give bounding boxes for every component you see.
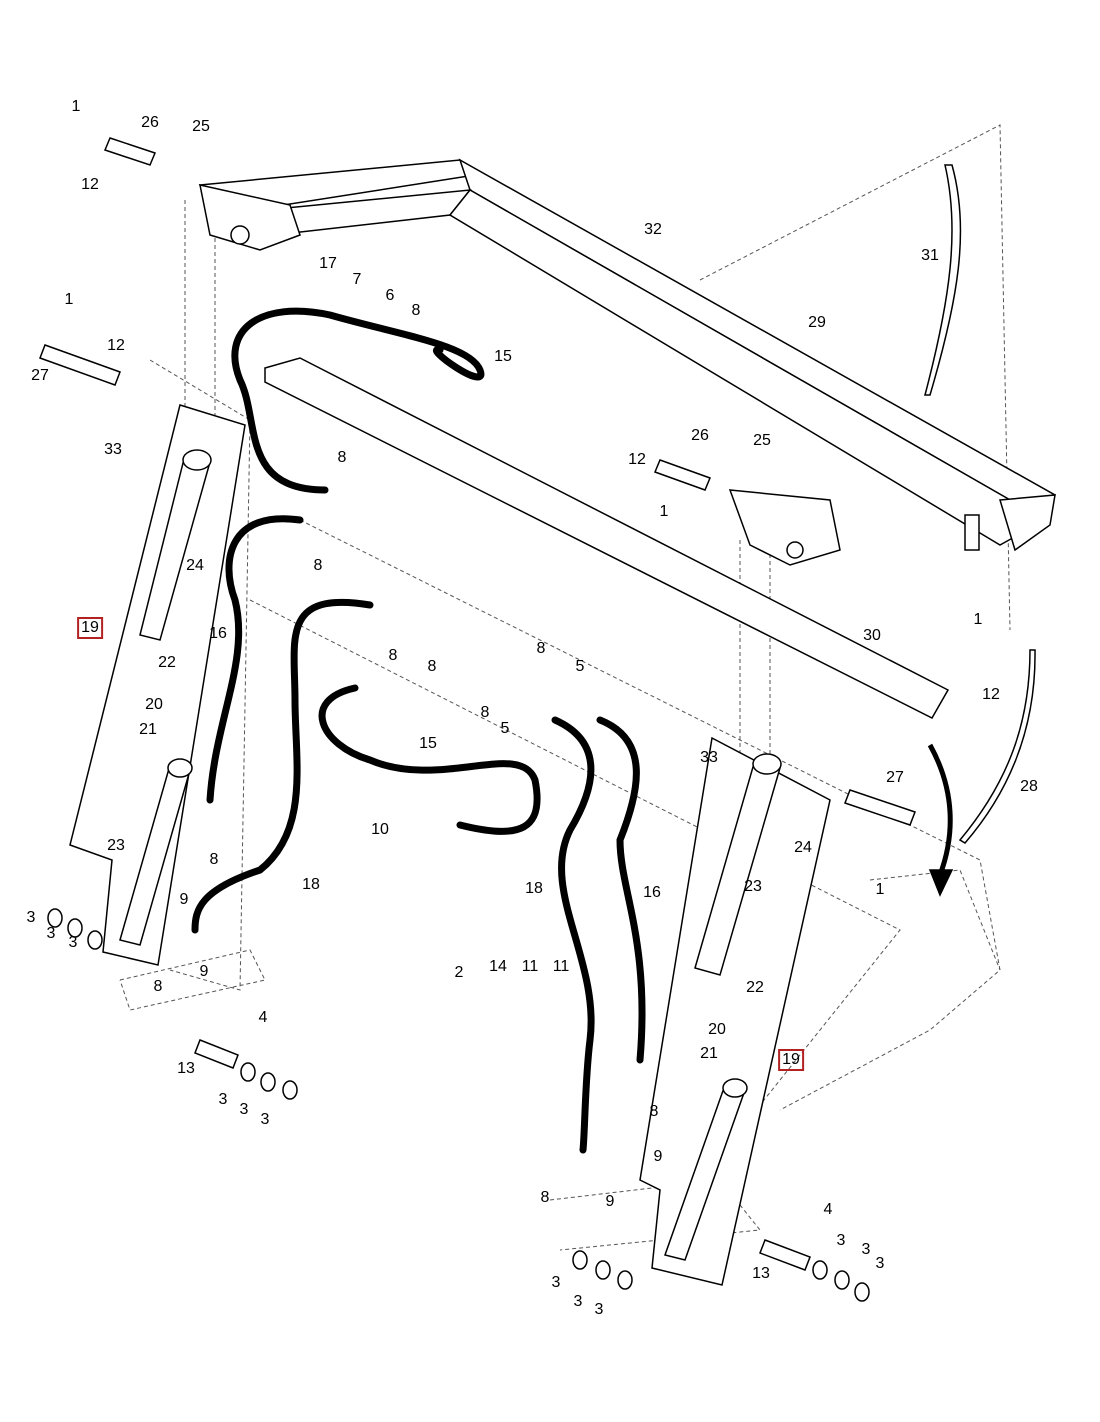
callout-label: 3 <box>861 1241 871 1258</box>
callout-label: 8 <box>337 449 347 466</box>
callout-label: 8 <box>388 647 398 664</box>
callout-label: 5 <box>575 658 585 675</box>
callout-label: 9 <box>653 1148 663 1165</box>
callout-label: 3 <box>46 925 56 942</box>
callout-label: 4 <box>823 1201 833 1218</box>
pins <box>39 137 916 1271</box>
callout-label: 32 <box>644 221 662 238</box>
callout-label: 14 <box>489 958 507 975</box>
callout-label: 18 <box>525 880 543 897</box>
callout-label: 16 <box>643 884 661 901</box>
callout-label: 8 <box>153 978 163 995</box>
callout-label: 25 <box>753 432 771 449</box>
callout-label: 30 <box>863 627 881 644</box>
tine-31 <box>924 164 962 396</box>
callout-label: 1 <box>875 881 885 898</box>
callout-label: 5 <box>500 720 510 737</box>
main-frame <box>198 158 1056 566</box>
hydraulic-hoses <box>191 307 646 1154</box>
callout-label: 23 <box>107 837 125 854</box>
callout-label: 25 <box>192 118 210 135</box>
callout-label: 3 <box>551 1274 561 1291</box>
callout-label: 3 <box>218 1091 228 1108</box>
right-side-plate <box>639 736 831 1286</box>
callout-label: 26 <box>691 427 709 444</box>
callout-label: 3 <box>594 1301 604 1318</box>
hose-15-lower <box>318 684 541 835</box>
callout-label: 13 <box>752 1265 770 1282</box>
callout-label: 15 <box>494 348 512 365</box>
callout-label: 18 <box>302 876 320 893</box>
callout-label: 2 <box>454 964 464 981</box>
callout-label: 8 <box>209 851 219 868</box>
callout-label: 33 <box>104 441 122 458</box>
hose-16-left <box>206 515 304 804</box>
callout-label: 3 <box>239 1101 249 1118</box>
washers <box>47 908 870 1302</box>
callout-label: 4 <box>258 1009 268 1026</box>
callout-label: 12 <box>982 686 1000 703</box>
callout-label: 3 <box>68 934 78 951</box>
callout-label: 15 <box>419 735 437 752</box>
callout-label: 11 <box>552 958 570 975</box>
callout-label: 20 <box>145 696 163 713</box>
callout-label: 1 <box>973 611 983 628</box>
callout-label: 9 <box>179 891 189 908</box>
cutting-blade <box>264 357 950 719</box>
callout-label: 10 <box>371 821 389 838</box>
callout-label: 11 <box>521 958 539 975</box>
callout-label: 16 <box>209 625 227 642</box>
hose-18-right <box>551 716 595 1154</box>
callout-label: 8 <box>427 658 437 675</box>
callout-label: 8 <box>536 640 546 657</box>
callout-label: 8 <box>313 557 323 574</box>
callout-label: 7 <box>352 271 362 288</box>
callout-label: 23 <box>744 878 762 895</box>
callout-label: 1 <box>71 98 81 115</box>
callout-label: 9 <box>199 963 209 980</box>
callout-label: 33 <box>700 749 718 766</box>
callout-label: 27 <box>886 769 904 786</box>
callout-label: 27 <box>31 367 49 384</box>
callout-label: 6 <box>385 287 395 304</box>
callout-label: 13 <box>177 1060 195 1077</box>
callout-label: 21 <box>700 1045 718 1062</box>
cylinders <box>119 449 782 1261</box>
left-side-plate <box>69 404 246 966</box>
callout-label: 8 <box>411 302 421 319</box>
callout-label: 8 <box>540 1189 550 1206</box>
callout-label: 8 <box>480 704 490 721</box>
callout-label: 12 <box>81 176 99 193</box>
callout-highlighted: 19 <box>778 1049 804 1071</box>
callout-label: 3 <box>573 1293 583 1310</box>
hose-16-right <box>596 716 646 1064</box>
callout-label: 3 <box>26 909 36 926</box>
callout-label: 1 <box>64 291 74 308</box>
rotation-arrow <box>927 743 953 876</box>
callout-label: 28 <box>1020 778 1038 795</box>
callout-label: 24 <box>186 557 204 574</box>
callout-label: 29 <box>808 314 826 331</box>
callout-label: 9 <box>605 1193 615 1210</box>
callout-label: 3 <box>836 1232 846 1249</box>
callout-label: 20 <box>708 1021 726 1038</box>
callout-label: 26 <box>141 114 159 131</box>
callout-label: 24 <box>794 839 812 856</box>
callout-label: 22 <box>746 979 764 996</box>
callout-label: 21 <box>139 721 157 738</box>
callout-label: 12 <box>107 337 125 354</box>
callout-label: 3 <box>260 1111 270 1128</box>
callout-label: 3 <box>875 1255 885 1272</box>
callout-label: 1 <box>659 503 669 520</box>
callout-label: 22 <box>158 654 176 671</box>
callout-label: 31 <box>921 247 939 264</box>
callout-highlighted: 19 <box>77 617 103 639</box>
callout-label: 8 <box>649 1103 659 1120</box>
callout-label: 12 <box>628 451 646 468</box>
hose-18-left <box>191 598 374 934</box>
tine-28 <box>958 649 1036 844</box>
callout-label: 17 <box>319 255 337 272</box>
hose-15-upper <box>231 307 485 494</box>
